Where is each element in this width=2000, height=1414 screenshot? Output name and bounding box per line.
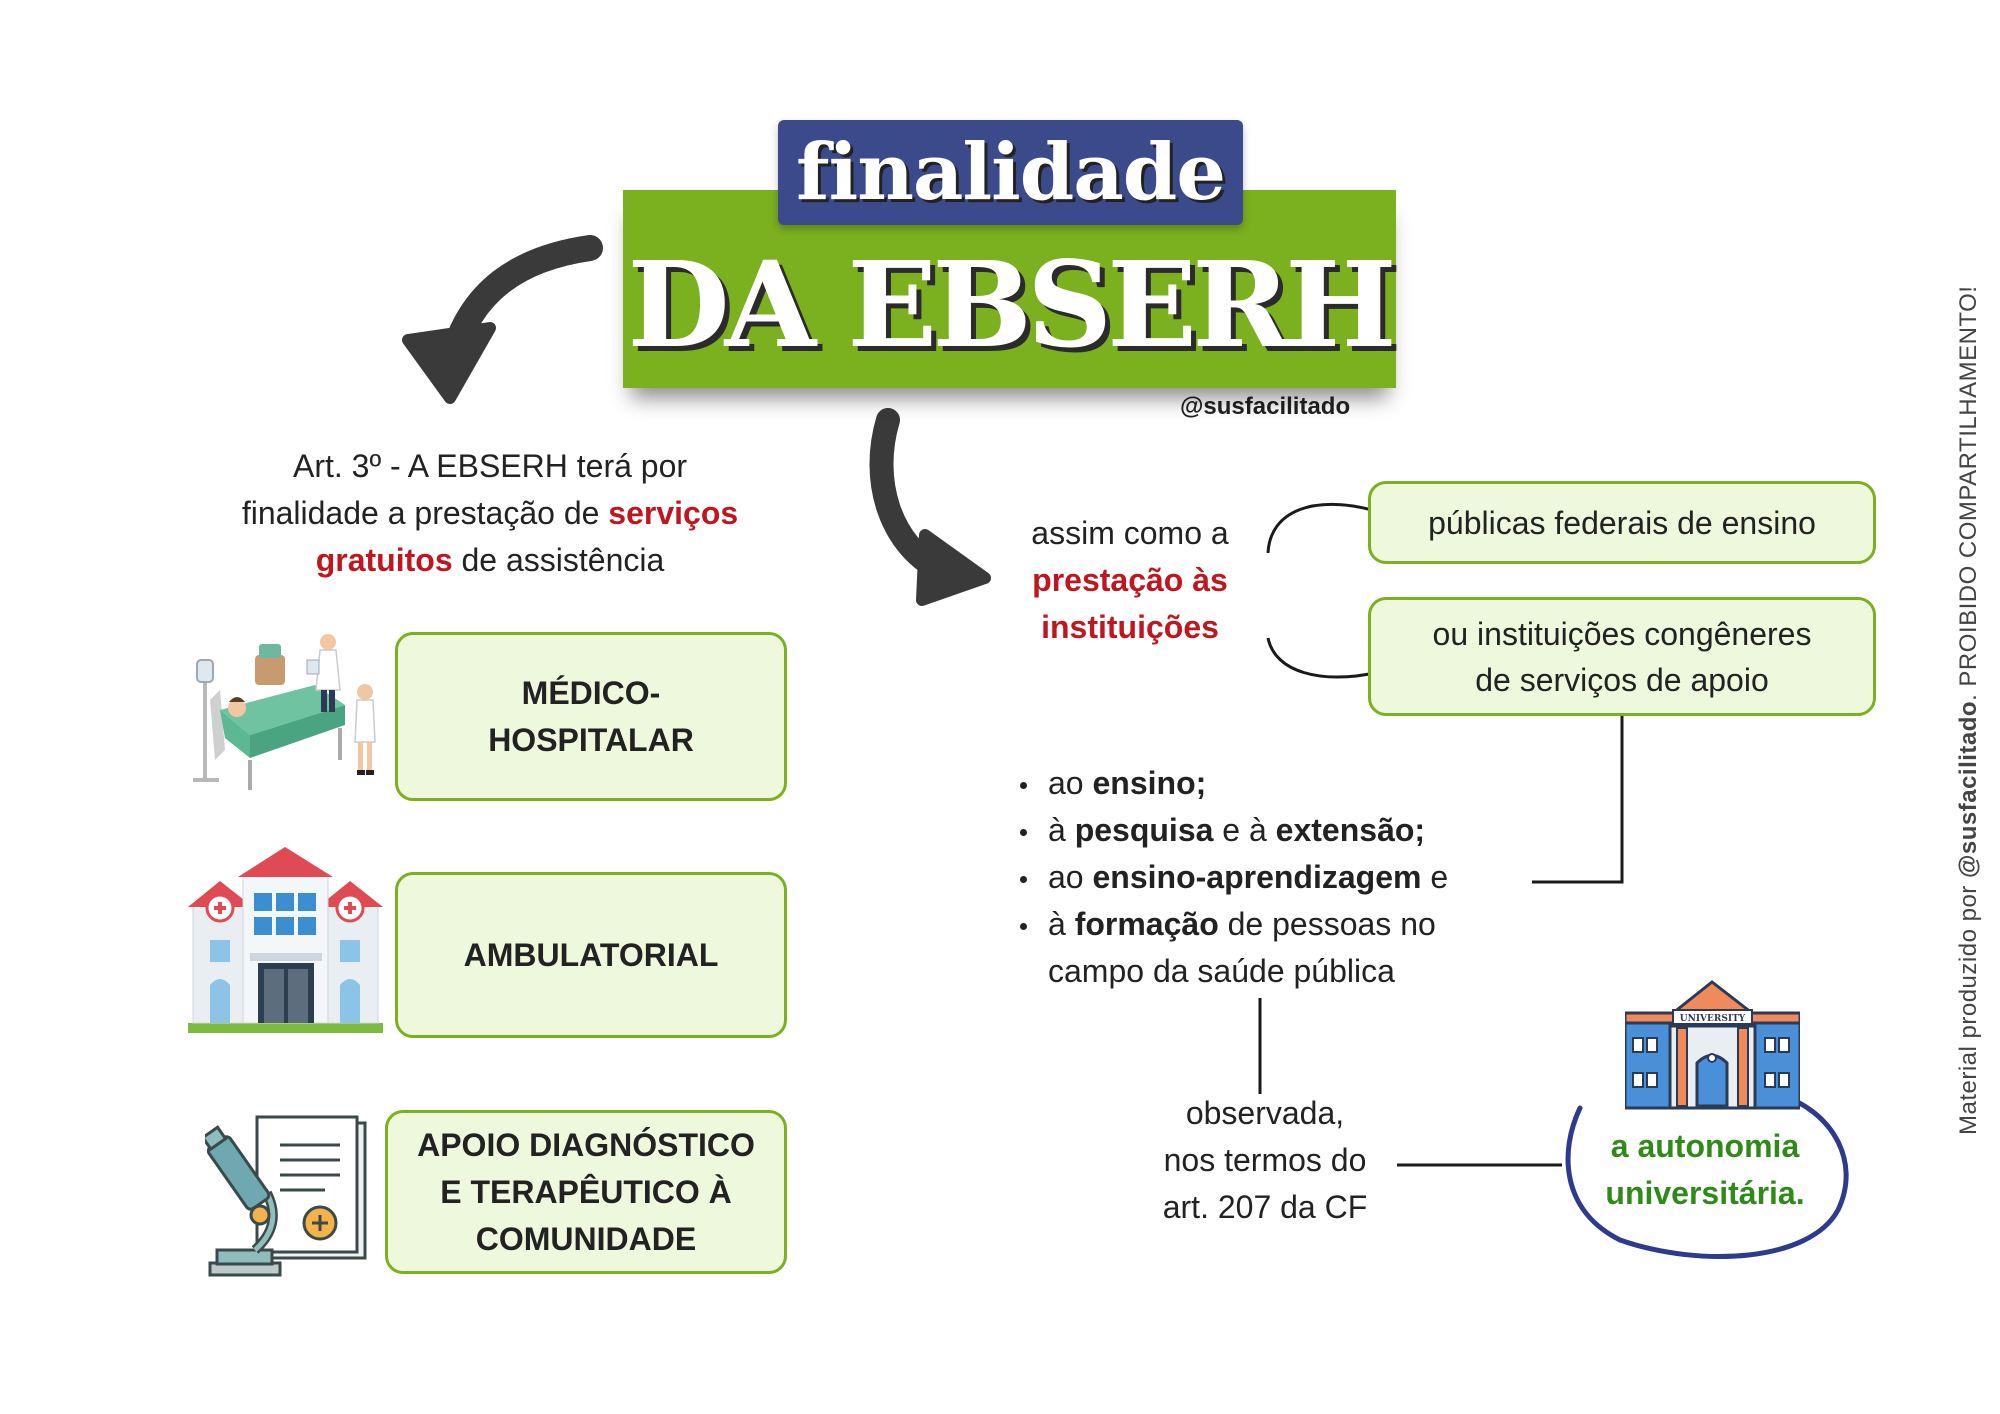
institution-label-congeneres: ou instituições congêneres de serviços d… (1432, 615, 1812, 698)
list-item-continuation: campo da saúde pública (1048, 953, 1395, 989)
observada-text: observada, nos termos do art. 207 da CF (1120, 1090, 1410, 1231)
connector-box1 (1266, 502, 1373, 554)
purpose-list: ao ensino; à pesquisa e à extensão; ao e… (1020, 760, 1448, 995)
university-sign: UNIVERSITY (1680, 1014, 1746, 1024)
autonomy-line-2: universitária. (1605, 1175, 1805, 1211)
author-handle: @susfacilitado (1180, 393, 1351, 420)
assim-line-3: instituições (1041, 609, 1219, 645)
article-text: Art. 3º - A EBSERH terá por finalidade a… (170, 443, 810, 584)
hospital-bed-icon (193, 634, 376, 790)
article-highlight-servicos: serviços (608, 495, 739, 531)
service-box-ambulatorial: AMBULATORIAL (395, 872, 787, 1038)
article-line-3-post: de assistência (452, 542, 665, 578)
connector-box2 (1266, 637, 1381, 679)
hospital-building-icon (188, 847, 383, 1033)
list-item: ao ensino-aprendizagem e (1020, 854, 1448, 901)
assim-text: assim como a prestação às instituições (1000, 510, 1260, 651)
article-line-2-pre: finalidade a prestação de (241, 495, 609, 531)
connector-bullets (1532, 716, 1624, 884)
service-label-medico-hospitalar: MÉDICO- HOSPITALAR (488, 674, 694, 758)
title-top-text: finalidade (796, 127, 1226, 218)
institution-label-publicas: públicas federais de ensino (1428, 504, 1816, 541)
curved-arrow-right-icon (869, 408, 991, 606)
observada-line-1: observada, (1185, 1095, 1345, 1131)
service-box-medico-hospitalar: MÉDICO- HOSPITALAR (395, 632, 787, 801)
list-item: à formação de pessoas no (1020, 901, 1448, 948)
assim-line-2: prestação às (1032, 562, 1228, 598)
service-label-apoio-diagnostico: APOIO DIAGNÓSTICO E TERAPÊUTICO À COMUNI… (417, 1126, 755, 1257)
institution-box-congeneres: ou instituições congêneres de serviços d… (1368, 597, 1876, 716)
title-main-text: DA EBSERH (627, 234, 1396, 374)
institution-box-publicas: públicas federais de ensino (1368, 481, 1876, 564)
service-box-apoio-diagnostico: APOIO DIAGNÓSTICO E TERAPÊUTICO À COMUNI… (385, 1110, 787, 1274)
list-item: à pesquisa e à extensão; (1020, 807, 1448, 854)
article-highlight-gratuitos: gratuitos (315, 542, 453, 578)
assim-line-1: assim como a (1031, 515, 1229, 551)
autonomy-text: a autonomia universitária. (1565, 1123, 1845, 1217)
list-item: ao ensino; (1020, 760, 1448, 807)
university-building-icon: UNIVERSITY (1625, 980, 1800, 1110)
observada-line-3: art. 207 da CF (1162, 1189, 1368, 1225)
article-line-2: finalidade a prestação de serviços (170, 490, 810, 537)
autonomy-line-1: a autonomia (1610, 1128, 1800, 1164)
service-label-ambulatorial: AMBULATORIAL (463, 936, 719, 973)
observada-line-2: nos termos do (1163, 1142, 1367, 1178)
title-top-banner: finalidade (778, 120, 1243, 225)
microscope-report-icon (205, 1115, 367, 1277)
article-line-1: Art. 3º - A EBSERH terá por (292, 448, 688, 484)
curved-arrow-left-icon (402, 235, 603, 404)
article-line-3: gratuitos de assistência (170, 537, 810, 584)
